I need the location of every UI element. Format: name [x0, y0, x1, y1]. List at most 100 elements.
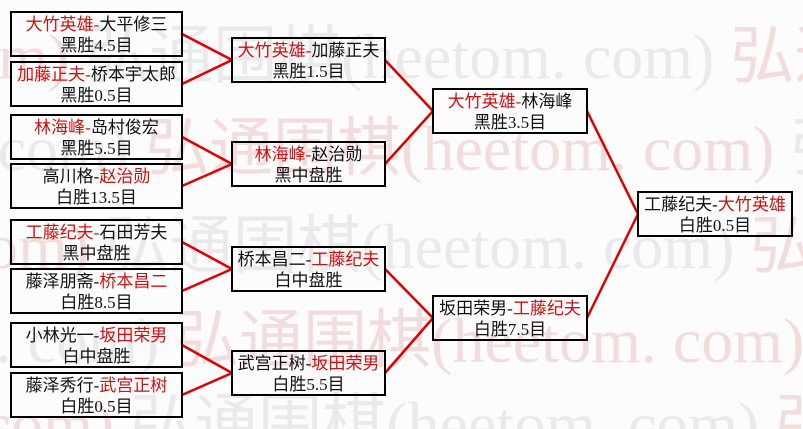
match-box-round2-2: 林海峰-赵治勋黑中盘胜	[231, 141, 386, 187]
players-dash: -	[93, 15, 100, 34]
match-result: 黑胜1.5目	[272, 62, 345, 81]
match-players: 高川格-赵治勋	[12, 166, 181, 187]
player-2: 岛村俊宏	[90, 118, 159, 137]
match-box-round2-1: 大竹英雄-加藤正夫黑胜1.5目	[231, 37, 386, 83]
players-dash: -	[305, 41, 312, 60]
connector-line	[181, 343, 233, 375]
player-2: 武宫正树	[99, 376, 168, 395]
players-dash: -	[85, 118, 91, 137]
connector-line	[585, 213, 640, 319]
connector-line	[384, 110, 434, 165]
match-box-round2-3: 桥本昌二-工藤纪夫白中盘胜	[231, 246, 386, 292]
connector-line	[181, 371, 233, 397]
player-1: 大竹英雄	[25, 15, 94, 34]
match-box-round2-4: 武宫正树-坂田荣男白胜5.5目	[231, 350, 386, 396]
connector-line	[181, 240, 233, 271]
match-result: 白中盘胜	[274, 271, 343, 290]
players-dash: -	[85, 65, 91, 84]
players-dash: -	[305, 145, 312, 164]
match-box-round1-7: 小林光一-坂田荣男白中盘胜	[10, 322, 183, 368]
match-players: 坂田荣男-工藤纪夫	[434, 298, 586, 319]
match-players: 林海峰-赵治勋	[233, 144, 384, 165]
player-1: 藤泽朋斋	[25, 272, 94, 291]
match-box-round1-3: 林海峰-岛村俊宏黑胜5.5目	[10, 114, 183, 160]
match-result: 黑中盘胜	[62, 244, 131, 263]
match-result: 白胜7.5目	[473, 320, 547, 339]
connector-line	[384, 268, 434, 319]
connector-line	[181, 135, 233, 166]
match-result: 白中盘胜	[62, 347, 131, 366]
player-2: 桥本昌二	[99, 272, 168, 291]
match-result: 白胜13.5目	[56, 188, 137, 207]
player-2: 加藤正夫	[311, 41, 380, 60]
players-dash: -	[93, 376, 100, 395]
match-box-round1-5: 工藤纪夫-石田芳夫黑中盘胜	[10, 219, 183, 265]
player-2: 大竹英雄	[717, 195, 786, 214]
player-1: 加藤正夫	[17, 65, 86, 84]
match-box-final-1: 工藤纪夫-大竹英雄白胜0.5目	[637, 191, 793, 237]
player-2: 赵治勋	[99, 167, 151, 186]
match-box-round3-1: 大竹英雄-林海峰黑胜3.5目	[432, 88, 588, 134]
players-dash: -	[305, 250, 312, 269]
watermark-repeat: 弘通围棋(heetom. com)	[775, 389, 803, 429]
players-dash: -	[507, 299, 513, 318]
player-2: 林海峰	[521, 92, 573, 111]
player-2: 赵治勋	[311, 145, 363, 164]
players-dash: -	[93, 223, 100, 242]
match-box-round1-2: 加藤正夫-桥本宇太郎黑胜0.5目	[10, 61, 183, 107]
connector-line	[585, 110, 640, 215]
player-1: 武宫正树	[237, 354, 306, 373]
players-dash: -	[515, 92, 522, 111]
player-1: 坂田荣男	[439, 299, 508, 318]
watermark-text: 弘通围棋(heetom. com) 弘通围棋(heetom. com) 弘通围棋…	[0, 114, 803, 184]
match-result: 白胜0.5目	[678, 216, 752, 235]
watermark-repeat: 弘通围棋(heetom. com)	[0, 389, 115, 429]
player-1: 高川格	[42, 167, 94, 186]
player-1: 小林光一	[25, 326, 94, 345]
match-result: 黑胜0.5目	[60, 86, 133, 105]
watermark-repeat: 弘通围棋(heetom. com)	[105, 211, 751, 282]
match-box-round3-2: 坂田荣男-工藤纪夫白胜7.5目	[432, 295, 588, 341]
connector-line	[384, 59, 434, 112]
match-box-round1-4: 高川格-赵治勋白胜13.5目	[10, 163, 183, 209]
match-box-round1-6: 藤泽朋斋-桥本昌二白胜8.5目	[10, 268, 183, 314]
match-players: 大竹英雄-加藤正夫	[233, 40, 384, 61]
match-players: 大竹英雄-大平修三	[12, 14, 181, 35]
match-players: 林海峰-岛村俊宏	[12, 117, 181, 138]
players-dash: -	[93, 272, 100, 291]
match-result: 黑胜5.5目	[60, 139, 133, 158]
watermark-repeat: 弘通围棋(heetom. com)	[0, 305, 160, 376]
player-2: 桥本宇太郎	[90, 65, 176, 84]
player-1: 大竹英雄	[447, 92, 516, 111]
connector-line	[384, 317, 434, 374]
connector-line	[181, 267, 233, 293]
player-1: 工藤纪夫	[25, 223, 94, 242]
player-1: 工藤纪夫	[644, 195, 713, 214]
player-2: 坂田荣男	[311, 354, 380, 373]
watermark-repeat: 弘通围棋(heetom. com)	[0, 113, 130, 184]
match-result: 黑胜3.5目	[473, 113, 547, 132]
match-players: 加藤正夫-桥本宇太郎	[12, 64, 181, 85]
match-box-round1-1: 大竹英雄-大平修三黑胜4.5目	[10, 11, 183, 57]
match-result: 白胜0.5目	[60, 397, 133, 416]
match-players: 小林光一-坂田荣男	[12, 325, 181, 346]
watermark-repeat: 弘通围棋(heetom. com)	[145, 113, 791, 184]
player-2: 大平修三	[99, 15, 168, 34]
player-1: 藤泽秀行	[25, 376, 94, 395]
player-1: 大竹英雄	[237, 41, 306, 60]
watermark-text: 弘通围棋(heetom. com) 弘通围棋(heetom. com) 弘通围棋…	[0, 390, 803, 429]
connector-line	[181, 162, 233, 188]
player-2: 石田芳夫	[99, 223, 168, 242]
players-dash: -	[712, 195, 718, 214]
players-dash: -	[305, 354, 312, 373]
player-2: 坂田荣男	[99, 326, 168, 345]
watermark-repeat: 弘通围棋(heetom. com)	[130, 389, 776, 429]
player-1: 林海峰	[254, 145, 306, 164]
match-result: 黑胜4.5目	[60, 36, 133, 55]
match-players: 工藤纪夫-石田芳夫	[12, 222, 181, 243]
match-result: 白胜5.5目	[272, 375, 345, 394]
players-dash: -	[93, 167, 100, 186]
player-2: 工藤纪夫	[512, 299, 581, 318]
